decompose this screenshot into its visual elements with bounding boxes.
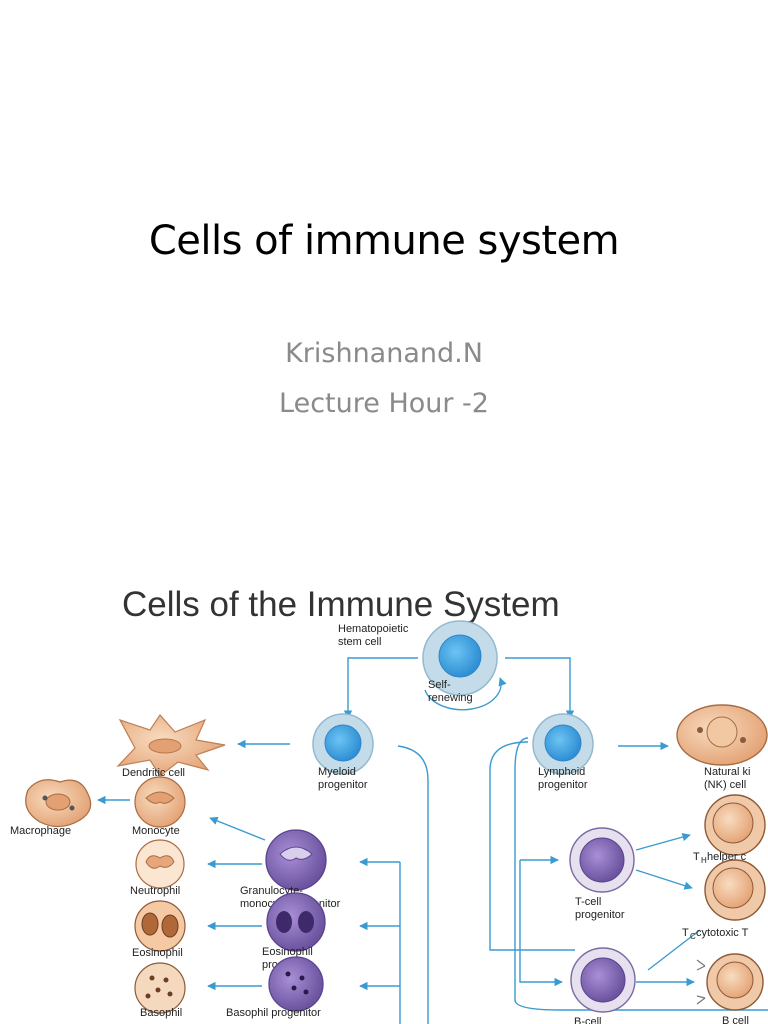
t-cell-progenitor-cell bbox=[569, 827, 635, 893]
b-cell bbox=[696, 953, 764, 1011]
lecture-hour: Lecture Hour -2 bbox=[279, 388, 489, 419]
t-helper-cell bbox=[704, 794, 766, 856]
monocyte-cell bbox=[134, 776, 186, 828]
granulocyte-monocyte-progenitor-cell bbox=[265, 829, 327, 891]
connector-arrows bbox=[97, 657, 768, 1024]
immune-cells-diagram: Cells of the Immune System Hematopoietic… bbox=[10, 585, 768, 1024]
t-cytotoxic-cell bbox=[704, 859, 766, 921]
lymphoid-progenitor-cell bbox=[532, 713, 594, 775]
label-stem-cell: stem cell bbox=[338, 636, 381, 648]
label-hematopoietic: Hematopoietic bbox=[338, 623, 409, 635]
label-eosinophil-prog: Eosinophil bbox=[262, 946, 313, 958]
neutrophil-cell bbox=[135, 839, 185, 889]
label-monocyte: Monocyte bbox=[132, 825, 180, 837]
eosinophil-progenitor-cell bbox=[266, 892, 326, 952]
label-t-cytotoxic-sub: C bbox=[690, 932, 696, 941]
label-t-cell: T-cell bbox=[575, 896, 601, 908]
basophil-cell bbox=[134, 962, 186, 1014]
label-t-cytotoxic-t: T bbox=[682, 927, 689, 939]
eosinophil-cell bbox=[134, 900, 186, 952]
slide-title: Cells of immune system bbox=[148, 218, 620, 264]
label-lymphoid-progenitor: progenitor bbox=[538, 779, 588, 791]
label-macrophage: Macrophage bbox=[10, 825, 71, 837]
label-t-cytotoxic: cytotoxic T bbox=[696, 927, 749, 939]
label-b-cell-mature: B cell bbox=[722, 1015, 749, 1024]
label-myeloid: Myeloid bbox=[318, 766, 356, 778]
diagram-title: Cells of the Immune System bbox=[122, 585, 560, 624]
dendritic-cell bbox=[116, 714, 226, 777]
hematopoietic-stem-cell bbox=[422, 620, 498, 696]
myeloid-progenitor-cell bbox=[312, 713, 374, 775]
label-neutrophil: Neutrophil bbox=[130, 885, 180, 897]
author-name: Krishnanand.N bbox=[285, 338, 483, 369]
label-b-cell: B-cell bbox=[574, 1016, 602, 1024]
label-t-cell-progenitor: progenitor bbox=[575, 909, 625, 921]
natural-killer-cell bbox=[676, 704, 768, 766]
label-dendritic: Dendritic cell bbox=[122, 767, 185, 779]
b-cell-progenitor-cell bbox=[570, 947, 636, 1013]
basophil-progenitor-cell bbox=[268, 956, 324, 1012]
label-nk-cell: (NK) cell bbox=[704, 779, 746, 791]
label-natural-killer: Natural ki bbox=[704, 766, 750, 778]
label-myeloid-progenitor: progenitor bbox=[318, 779, 368, 791]
label-basophil: Basophil bbox=[140, 1007, 182, 1019]
label-lymphoid: Lymphoid bbox=[538, 766, 585, 778]
macrophage-cell bbox=[25, 779, 92, 828]
label-renewing: renewing bbox=[428, 692, 473, 704]
label-t-helper-sub: H bbox=[701, 856, 707, 865]
label-eosinophil: Eosinophil bbox=[132, 947, 183, 959]
label-basophil-progenitor: Basophil progenitor bbox=[226, 1007, 321, 1019]
label-self: Self- bbox=[428, 679, 451, 691]
label-t-helper-t: T bbox=[693, 851, 700, 863]
